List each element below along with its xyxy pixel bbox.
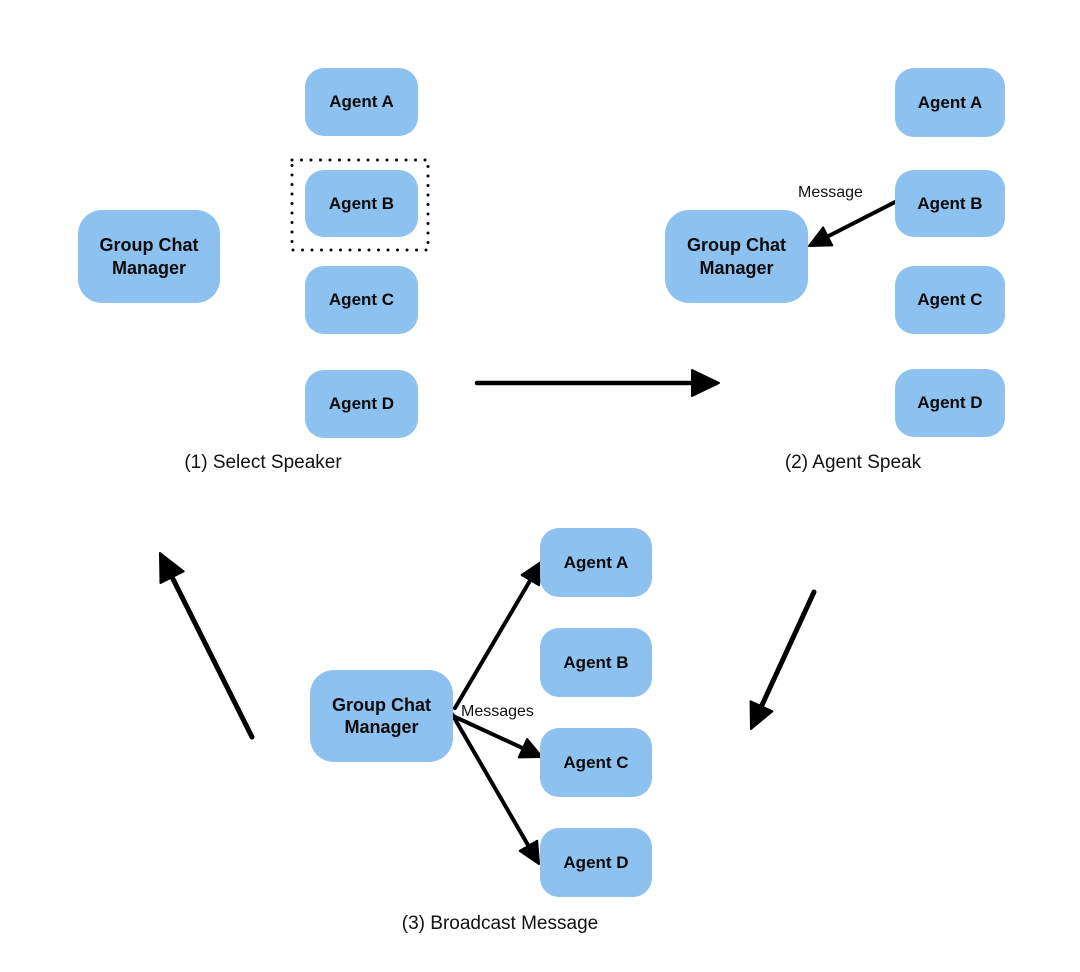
panel2-agent-a-node: Agent A [895,68,1005,137]
transition-arrow-2-to-3-head [749,700,774,730]
panel3-agent-c-node: Agent C [540,728,652,797]
broadcast-arrow-to-agent-d-head [518,839,540,865]
panel2-caption: (2) Agent Speak [784,452,922,473]
panel1-caption: (1) Select Speaker [184,452,342,473]
message-arrow-agentb-to-manager-line [823,199,899,240]
panel1-agent-a-node: Agent A [305,68,418,136]
panel2-group-chat-manager-node: Group Chat Manager [665,210,808,303]
pan2-agent-d-node: Agent D [895,369,1005,437]
panel1-group-chat-manager-node: Group Chat Manager [78,210,220,303]
panel1-agent-c-node: Agent C [305,266,418,334]
message-arrow-agentb-to-manager-head [808,226,834,247]
panel3-caption: (3) Broadcast Message [401,913,599,934]
transition-arrow-3-to-1-head [159,552,185,584]
broadcast-arrow-to-agent-a-line [453,576,534,710]
transition-arrow-2-to-3-line [758,589,817,711]
panel2-agent-c-node: Agent C [895,266,1005,334]
broadcast-arrow-to-agent-c-head [517,738,543,759]
panel2-agent-b-node: Agent B [895,170,1005,237]
panel3-group-chat-manager-node: Group Chat Manager [310,670,453,762]
panel1-agent-b-node: Agent B [305,170,418,237]
panel3-agent-b-node: Agent B [540,628,652,697]
transition-arrow-3-to-1-line [168,572,255,740]
broadcast-arrow-to-agent-d-line [450,712,532,850]
panel3-agent-d-node: Agent D [540,828,652,897]
messages-edge-label: Messages [461,703,534,720]
panel1-agent-d-node: Agent D [305,370,418,438]
broadcast-arrow-to-agent-a-head [520,561,542,587]
panel3-agent-a-node: Agent A [540,528,652,597]
message-edge-label: Message [798,184,863,201]
transition-arrow-1-to-2-head [691,369,720,397]
